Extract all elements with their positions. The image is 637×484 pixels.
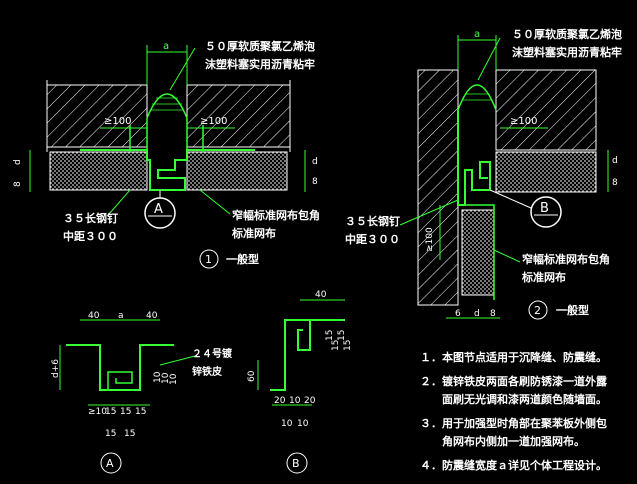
- da-dim-d6: d+6: [51, 359, 61, 378]
- da-bottom-2-0: 15: [105, 429, 116, 439]
- d2-dim-d: d: [612, 156, 618, 166]
- db-profile: [270, 319, 311, 391]
- d2-dim-a: a: [474, 29, 480, 40]
- d2-dim-bottom-d: d: [474, 309, 480, 319]
- wall2-right: [495, 69, 597, 151]
- db-bottom-1-1: 10: [289, 396, 301, 406]
- db-right-2: 15: [337, 330, 347, 341]
- d1-dim-d-right: d: [312, 157, 318, 167]
- foam-filler: [146, 93, 188, 119]
- wall-right: [186, 84, 291, 148]
- wall2-left: [417, 69, 459, 306]
- d2-foam-note-1: ５０厚软质聚氯乙烯泡: [512, 27, 622, 41]
- db-right-1: 15: [331, 340, 341, 351]
- insulation2-side: [461, 209, 495, 296]
- db-right-0: 15: [325, 330, 335, 341]
- detail-2-section: a ≥100 ≥100 d 8 6 d 8 ５０厚软质聚氯乙烯泡 沫塑料塞实用沥…: [345, 27, 622, 320]
- da-bottom-2-1: 15: [124, 429, 135, 439]
- da-dim-10-c: 10: [169, 373, 179, 385]
- db-label: B: [292, 457, 300, 470]
- d1-foam-note-2: 沫塑料塞实用沥青粘牢: [205, 57, 315, 71]
- da-label: A: [106, 457, 114, 470]
- insulation2-top: [495, 151, 597, 193]
- da-sheet-note-2: 锌铁皮: [192, 365, 222, 378]
- note-5: 角网布内侧加一道加强网布。: [420, 434, 585, 448]
- d2-mesh-note-2: 标准网布: [521, 270, 566, 284]
- da-bottom-1-1: 15: [105, 407, 116, 417]
- db-bottom-1-2: 20: [304, 396, 316, 406]
- foam-filler-2: [457, 84, 497, 111]
- detail-1-section: a ≥100 ≥100 d 8 d 8 ５０厚软质聚氯乙烯泡 沫塑料塞实用沥青粘…: [13, 39, 320, 269]
- da-bottom-1-0: ≥10: [88, 407, 107, 417]
- d1-dim-100-left: ≥100: [104, 116, 131, 127]
- d1-callout-letter: A: [154, 202, 163, 217]
- da-dim-10-a: 10: [153, 371, 163, 383]
- d2-caption: 一般型: [556, 303, 589, 317]
- d2-dim-bottom-8: 8: [490, 309, 496, 319]
- d2-foam-note-2: 沫塑料塞实用沥青粘牢: [512, 45, 622, 59]
- d1-dim-100-right: ≥100: [200, 116, 227, 127]
- d2-dim-8: 8: [612, 178, 618, 188]
- d2-nail-note-1: ３５长钢钉: [345, 214, 400, 228]
- d1-caption: 一般型: [226, 252, 259, 266]
- d1-index: 1: [205, 253, 212, 266]
- d2-dim-100-side: ≥100: [425, 227, 435, 252]
- da-dim-10-b: 10: [161, 372, 171, 384]
- da-dim-a: a: [118, 311, 124, 321]
- wall-left: [46, 84, 148, 148]
- db-bottom-1-0: 20: [274, 396, 286, 406]
- d2-dim-100-top: ≥100: [510, 116, 537, 127]
- insulation-right: [186, 151, 288, 191]
- d2-mesh-note-1: 窄幅标准网布包角: [522, 252, 610, 266]
- note-2: ２．镀锌铁皮两面各刷防锈漆一道外露: [420, 374, 608, 388]
- db-bottom-2-1: 10: [297, 419, 309, 429]
- sheet-metal-profile: [80, 149, 255, 191]
- da-sheet-note-1: ２４号镀: [192, 347, 233, 360]
- sheet-metal-profile-2: [457, 110, 491, 206]
- note-6: ４．防震缝宽度ａ详见个体工程设计。: [420, 458, 607, 472]
- d1-mesh-note-1: 窄幅标准网布包角: [232, 208, 320, 222]
- da-dim-40-left: 40: [88, 311, 100, 321]
- db-dim-40: 40: [315, 290, 327, 300]
- d1-foam-note-1: ５０厚软质聚氯乙烯泡: [205, 39, 315, 53]
- note-3: 面刷无光调和漆两道颜色随墙面。: [420, 392, 607, 406]
- d1-dim-d-left: d: [13, 159, 23, 165]
- db-right-3: 15: [343, 340, 353, 351]
- d1-dim-8-right: 8: [312, 177, 318, 187]
- d2-nail-note-2: 中距３００: [345, 232, 400, 246]
- d2-dim-bottom-6: 6: [455, 309, 461, 319]
- db-bottom-2-0: 10: [281, 419, 293, 429]
- db-dim-60: 60: [247, 370, 257, 382]
- d1-mesh-note-2: 标准网布: [231, 226, 276, 240]
- d2-callout-circle: [530, 196, 562, 228]
- d2-index: 2: [534, 304, 541, 317]
- d1-nail-note-2: 中距３００: [63, 229, 118, 243]
- note-4: ３．用于加强型时角部在聚苯板外侧包: [420, 416, 607, 430]
- da-bottom-1-3: 15: [135, 407, 146, 417]
- da-bottom-1-2: 15: [120, 407, 131, 417]
- d1-dim-8-left: 8: [13, 181, 23, 187]
- insulation-left: [49, 151, 148, 191]
- detail-b: 40 15 15 15 15 60 20 10 20 10 10 B: [247, 290, 353, 474]
- da-profile: [66, 344, 174, 391]
- note-1: １．本图节点适用于沉降缝、防震缝。: [420, 350, 607, 364]
- detail-a: 40 a 40 d+6 10 10 10 ２４号镀 锌铁皮 ≥10 15 15 …: [51, 311, 233, 474]
- general-notes: １．本图节点适用于沉降缝、防震缝。 ２．镀锌铁皮两面各刷防锈漆一道外露 面刷无光…: [420, 350, 608, 472]
- da-dim-40-right: 40: [146, 311, 158, 321]
- d2-callout-letter: B: [540, 201, 549, 216]
- d1-dim-a: a: [163, 41, 169, 52]
- d1-nail-note-1: ３５长钢钉: [63, 211, 118, 225]
